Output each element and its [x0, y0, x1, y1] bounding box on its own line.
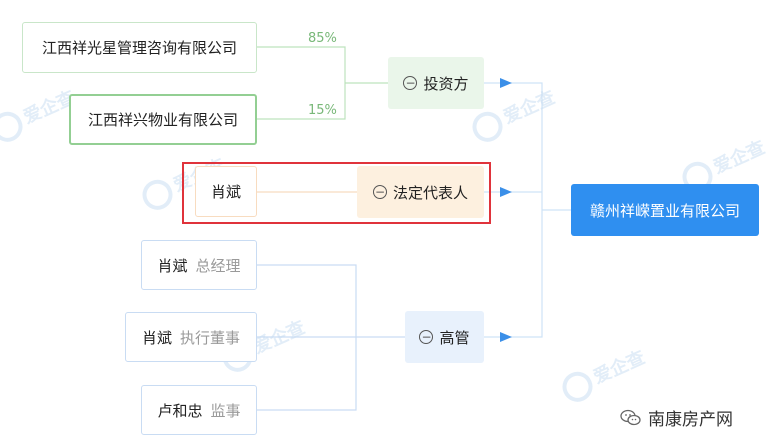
executive-name: 肖斌 — [141, 328, 172, 347]
highlight-box — [182, 162, 491, 224]
category-label: 法定代表人 — [392, 183, 468, 202]
minus-circle-icon[interactable]: − — [403, 76, 418, 90]
legal-rep-name: 肖斌 — [210, 183, 241, 201]
executive-node[interactable]: 肖斌 执行董事 — [125, 312, 257, 362]
executive-role: 执行董事 — [180, 328, 241, 347]
shareholder-node[interactable]: 江西祥兴物业有限公司 — [69, 94, 257, 145]
arrow-right-icon — [500, 332, 512, 342]
executive-role: 监事 — [210, 401, 241, 420]
category-legal-rep[interactable]: − 法定代表人 — [357, 166, 484, 218]
share-percent: 85% — [308, 31, 337, 46]
shareholder-name: 江西祥光星管理咨询有限公司 — [41, 39, 237, 57]
arrow-right-icon — [500, 187, 512, 197]
company-name: 赣州祥嵘置业有限公司 — [589, 201, 740, 220]
category-label: 高管 — [439, 328, 470, 347]
category-executives[interactable]: − 高管 — [405, 311, 484, 363]
share-percent: 15% — [308, 103, 337, 118]
minus-circle-icon[interactable]: − — [372, 185, 387, 199]
executive-node[interactable]: 卢和忠 监事 — [141, 385, 257, 435]
executive-name: 卢和忠 — [157, 401, 203, 420]
category-label: 投资方 — [423, 74, 469, 93]
brand-mark: 南康房产网 — [620, 405, 733, 430]
shareholder-name: 江西祥兴物业有限公司 — [87, 111, 238, 129]
target-company-node[interactable]: 赣州祥嵘置业有限公司 — [571, 184, 759, 236]
executive-node[interactable]: 肖斌 总经理 — [141, 240, 257, 290]
legal-rep-node[interactable]: 肖斌 — [195, 166, 257, 217]
arrow-right-icon — [500, 78, 512, 88]
shareholder-node[interactable]: 江西祥光星管理咨询有限公司 — [22, 22, 257, 73]
brand-name: 南康房产网 — [648, 410, 733, 430]
category-investor[interactable]: − 投资方 — [388, 57, 484, 109]
executive-name: 肖斌 — [157, 256, 188, 275]
wechat-icon — [620, 409, 641, 425]
minus-circle-icon[interactable]: − — [419, 330, 434, 344]
executive-role: 总经理 — [195, 256, 241, 275]
